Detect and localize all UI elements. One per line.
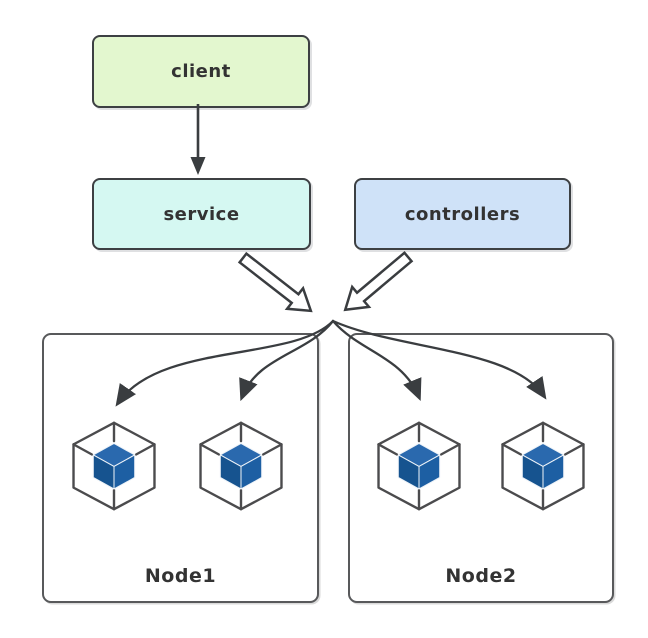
service-label: service xyxy=(163,203,240,225)
controllers-box: controllers xyxy=(354,178,571,250)
client-to-service-arrow xyxy=(190,104,206,175)
node1-label: Node1 xyxy=(144,565,217,587)
node2-container: Node2 xyxy=(348,333,614,603)
controllers-label: controllers xyxy=(404,203,521,225)
client-box: client xyxy=(92,35,310,108)
service-to-nodes-block-arrow xyxy=(237,251,313,313)
node1-container: Node1 xyxy=(42,333,319,603)
client-label: client xyxy=(171,61,231,82)
service-box: service xyxy=(92,178,311,250)
controllers-to-nodes-block-arrow xyxy=(343,251,414,312)
node2-label: Node2 xyxy=(445,565,517,587)
